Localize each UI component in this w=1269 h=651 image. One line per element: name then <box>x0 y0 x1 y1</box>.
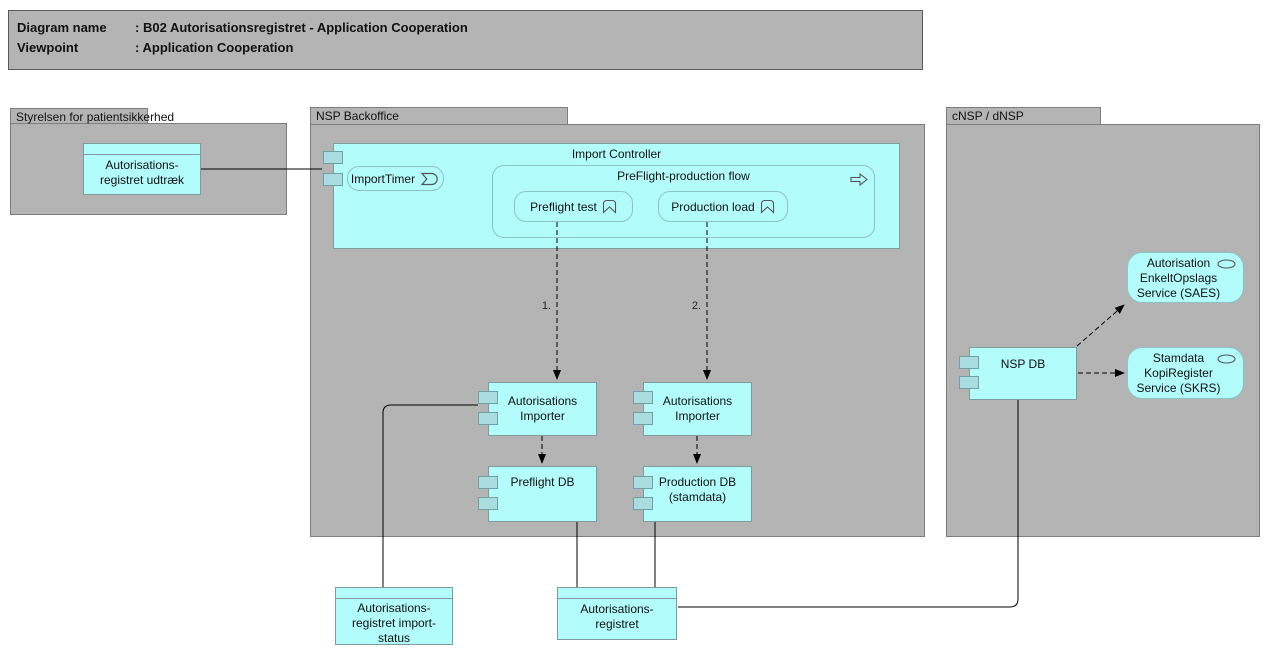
event-icon <box>420 172 438 185</box>
component-port <box>478 497 498 510</box>
node-autorisationsregistret-udtraek[interactable]: Autorisations- registret udtræk <box>83 143 201 195</box>
node-label-nsp-db: NSP DB <box>1000 357 1046 371</box>
node-label-preflight-db: Preflight DB <box>510 475 575 489</box>
node-autorisationsregistret[interactable]: Autorisations- registret <box>557 587 677 640</box>
node-nsp-db[interactable]: NSP DB <box>959 347 1077 400</box>
group-tab-nsp-backoffice[interactable]: NSP Backoffice <box>310 107 568 124</box>
node-label-skrs: Stamdata KopiRegister Service (SKRS) <box>1136 351 1221 395</box>
viewpoint-row: Viewpoint: Application Cooperation <box>17 40 294 55</box>
node-saes-service[interactable]: Autorisation EnkeltOpslags Service (SAES… <box>1127 252 1244 303</box>
diagram-name-row: Diagram name: B02 Autorisationsregistret… <box>17 20 468 35</box>
node-label-import-status: Autorisations- registret import- status <box>351 601 437 645</box>
component-port <box>478 412 498 425</box>
node-label-import-timer: ImportTimer <box>350 171 416 186</box>
process-arrow-icon <box>850 173 868 186</box>
diagram-title-note[interactable]: Diagram name: B02 Autorisationsregistret… <box>8 10 923 70</box>
service-ellipse-icon <box>1217 354 1236 364</box>
component-port <box>633 412 653 425</box>
node-label-autorisationsregistret: Autorisations- registret <box>580 602 654 631</box>
dataobject-band <box>336 588 452 599</box>
component-port <box>959 376 979 389</box>
component-port <box>323 173 343 186</box>
node-label-saes: Autorisation EnkeltOpslags Service (SAES… <box>1136 256 1221 300</box>
component-port <box>478 391 498 404</box>
group-tab-styrelsen[interactable]: Styrelsen for patientsikkerhed <box>10 108 174 124</box>
node-label-udtraek: Autorisations- registret udtræk <box>99 158 185 187</box>
group-body-cnsp-dnsp[interactable] <box>946 124 1260 537</box>
function-icon <box>760 199 774 214</box>
node-label-importer-2: Autorisations Importer <box>662 394 733 423</box>
node-production-load[interactable]: Production load <box>658 191 788 222</box>
dataobject-band <box>558 588 676 599</box>
node-label-production-db: Production DB (stamdata) <box>658 475 737 504</box>
component-port <box>633 497 653 510</box>
node-label-production-load: Production load <box>671 199 755 214</box>
component-port <box>633 391 653 404</box>
node-preflight-test[interactable]: Preflight test <box>514 191 633 222</box>
component-port <box>959 356 979 369</box>
component-port <box>633 476 653 489</box>
component-port <box>323 151 343 164</box>
group-label-styrelsen: Styrelsen for patientsikkerhed <box>16 110 175 124</box>
node-preflight-db[interactable]: Preflight DB <box>478 466 597 522</box>
component-port <box>478 476 498 489</box>
dataobject-band <box>84 144 200 155</box>
group-tab-cnsp-dnsp[interactable]: cNSP / dNSP <box>946 107 1101 124</box>
group-label-cnsp-dnsp: cNSP / dNSP <box>952 109 1024 123</box>
node-import-timer[interactable]: ImportTimer <box>347 166 444 191</box>
group-label-nsp-backoffice: NSP Backoffice <box>316 109 399 123</box>
node-label-flow: PreFlight-production flow <box>617 169 750 183</box>
node-autorisations-importer-2[interactable]: Autorisations Importer <box>633 382 752 436</box>
node-label-importer-1: Autorisations Importer <box>507 394 578 423</box>
node-production-db[interactable]: Production DB (stamdata) <box>633 466 752 522</box>
node-autorisationsregistret-import-status[interactable]: Autorisations- registret import- status <box>335 587 453 645</box>
node-autorisations-importer-1[interactable]: Autorisations Importer <box>478 382 597 436</box>
node-label-import-controller: Import Controller <box>571 147 662 161</box>
service-ellipse-icon <box>1217 259 1236 269</box>
node-label-preflight-test: Preflight test <box>530 199 597 214</box>
node-skrs-service[interactable]: Stamdata KopiRegister Service (SKRS) <box>1127 347 1244 399</box>
function-icon <box>602 199 616 214</box>
